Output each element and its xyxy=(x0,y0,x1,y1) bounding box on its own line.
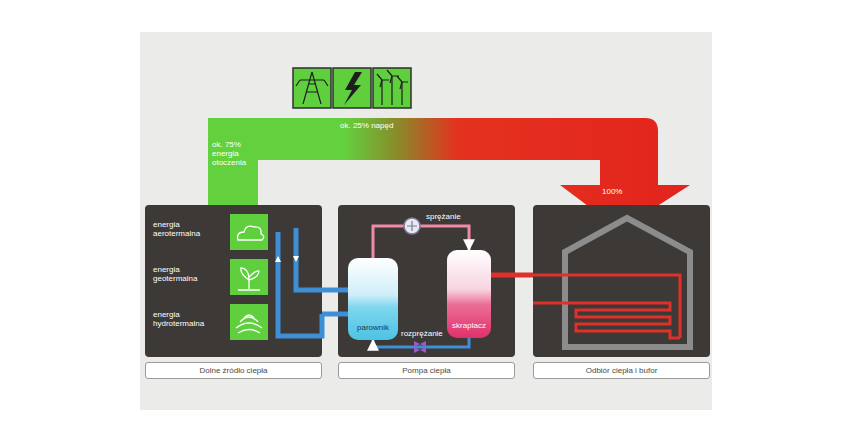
heat-exchanger: skraplacz xyxy=(447,250,491,338)
pipe-connector xyxy=(322,312,348,317)
compressor xyxy=(404,218,420,234)
panel-caption: Odbiór ciepła i bufor xyxy=(533,362,710,379)
power-icons xyxy=(293,68,411,108)
panel-box: Pompa ciepła parownik skraplacz xyxy=(338,205,515,379)
pump-panel xyxy=(338,205,515,357)
brine-loop xyxy=(278,228,348,336)
panel-caption: Dolne źródło ciepła xyxy=(145,362,322,379)
exchanger-label: skraplacz xyxy=(447,321,491,330)
expansion-valve xyxy=(414,341,426,353)
panel-box: Odbiór ciepła i bufor xyxy=(533,205,710,379)
source-icons xyxy=(230,214,268,340)
ambient-share: ok. 75% energia otoczenia xyxy=(212,140,254,168)
source-label: energia geotermalna xyxy=(153,265,223,283)
exchanger-label: parownik xyxy=(348,323,398,332)
house-outline xyxy=(565,218,690,347)
flow-arrows xyxy=(275,256,299,262)
source-label: energia aerotermalna xyxy=(153,220,223,238)
total-share: 100% xyxy=(602,187,642,196)
background xyxy=(140,32,712,410)
edge-label: rozprężanie xyxy=(399,329,445,338)
house-panel xyxy=(533,205,710,357)
edge-label: sprężanie xyxy=(424,212,463,221)
panel-caption: Pompa ciepła xyxy=(338,362,515,379)
drive-share: ok. 25% napęd xyxy=(340,121,420,130)
pipe-connector xyxy=(491,273,533,278)
compressor-mark xyxy=(407,221,417,231)
heating-pipes xyxy=(533,275,680,338)
source-label: energia hydrotermalna xyxy=(153,310,223,328)
heat-exchanger: parownik xyxy=(348,258,398,340)
